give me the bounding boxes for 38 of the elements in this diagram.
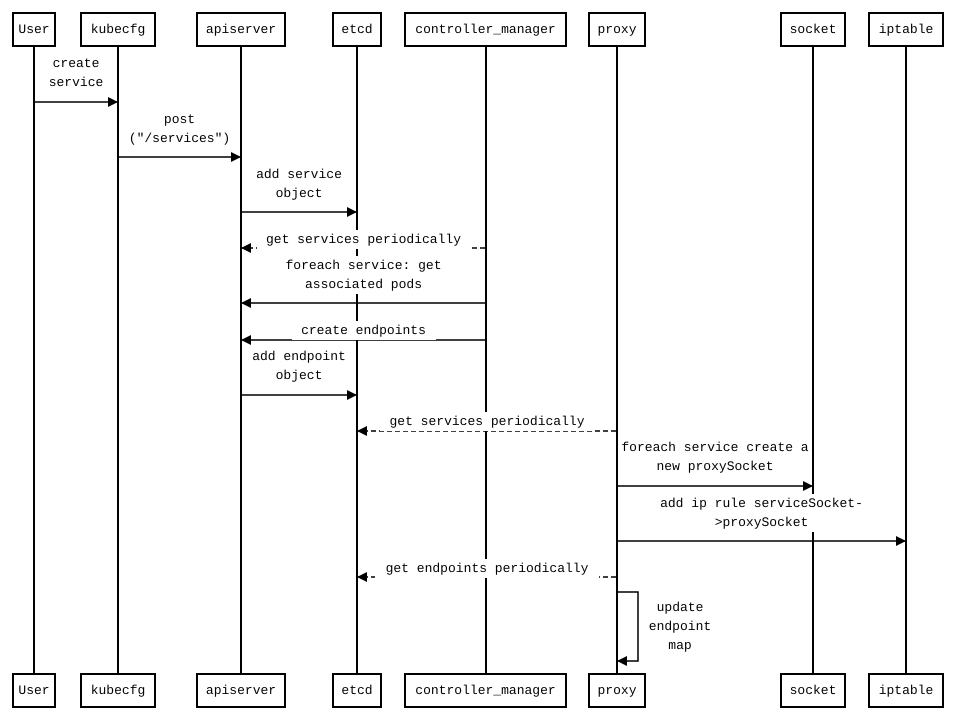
participant-box: socket (780, 12, 846, 47)
participant-box: User (12, 12, 56, 47)
message-arrow (357, 426, 616, 436)
participant-box: etcd (332, 673, 382, 708)
message-label: get services periodically (380, 412, 594, 431)
lifeline (812, 47, 814, 673)
participant-box: socket (780, 673, 846, 708)
message-arrow (241, 335, 485, 345)
lifeline (33, 47, 35, 673)
message-arrow (242, 390, 357, 400)
participant-box: proxy (588, 12, 646, 47)
message-arrow (241, 298, 485, 308)
lifeline (616, 47, 618, 673)
participant-box: proxy (588, 673, 646, 708)
lifeline (240, 47, 242, 673)
message-arrow (35, 97, 118, 107)
participant-box: apiserver (196, 12, 286, 47)
participant-box: controller_manager (404, 12, 567, 47)
participant-box: etcd (332, 12, 382, 47)
participant-box: iptable (868, 12, 944, 47)
message-arrow (618, 481, 813, 491)
lifeline (485, 47, 487, 673)
lifeline (117, 47, 119, 673)
message-label: get services periodically (256, 230, 470, 249)
participant-box: User (12, 673, 56, 708)
participant-box: controller_manager (404, 673, 567, 708)
message-arrow (119, 152, 241, 162)
lifeline (905, 47, 907, 673)
participant-box: kubecfg (80, 673, 156, 708)
message-arrow (618, 536, 906, 546)
self-message-arrow (617, 591, 639, 666)
lifeline (356, 47, 358, 673)
participant-box: iptable (868, 673, 944, 708)
participant-box: apiserver (196, 673, 286, 708)
participant-box: kubecfg (80, 12, 156, 47)
message-label: get endpoints periodically (375, 559, 599, 578)
message-arrow (242, 207, 357, 217)
message-label: create endpoints (292, 321, 436, 340)
